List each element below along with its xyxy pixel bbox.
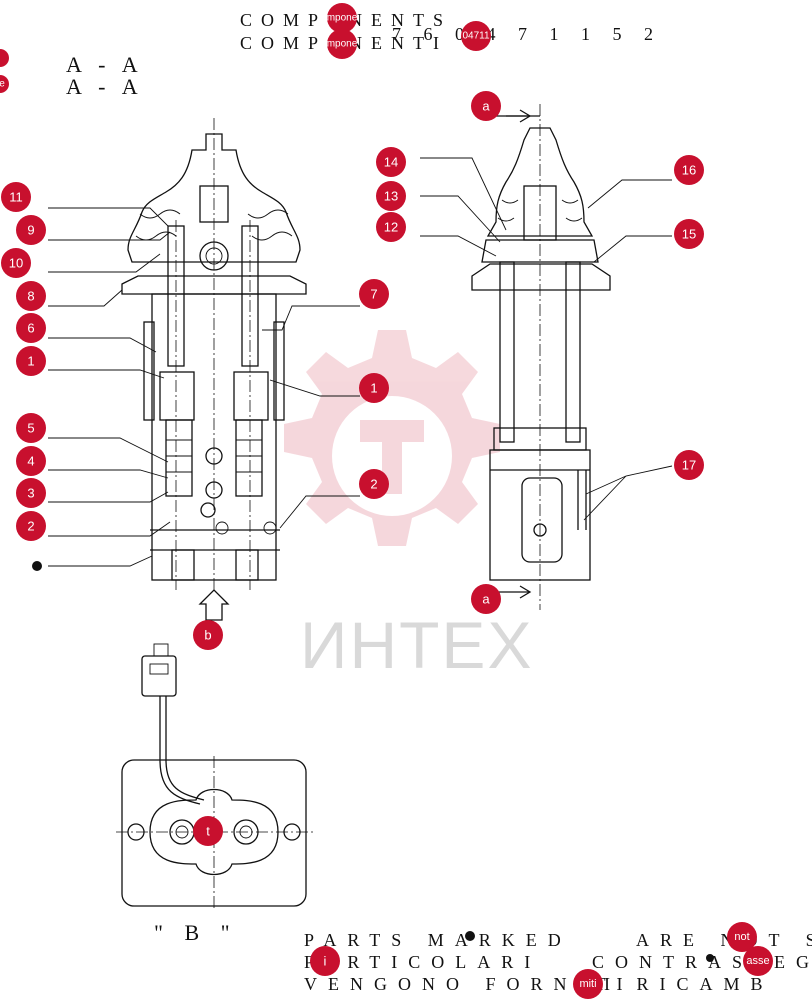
callout-16[interactable]: 16 xyxy=(674,155,704,185)
callout-a-bottom[interactable]: a xyxy=(471,584,501,614)
svg-text:mpone: mpone xyxy=(327,39,358,50)
callout-3[interactable]: 3 xyxy=(16,478,46,508)
callout-6[interactable]: 6 xyxy=(16,313,46,343)
watermark-gear-icon xyxy=(284,330,500,546)
bullet-marker xyxy=(32,561,42,571)
callout-t[interactable]: t xyxy=(193,816,223,846)
part-number: 7 6 0 4 7 1 1 5 2 xyxy=(392,24,662,44)
callout-17[interactable]: 17 xyxy=(674,450,704,480)
callout-8[interactable]: 8 xyxy=(16,281,46,311)
callout-12[interactable]: 12 xyxy=(376,212,406,242)
callout-edge-2[interactable]: e xyxy=(0,75,9,93)
svg-text:17: 17 xyxy=(682,458,696,473)
svg-text:7: 7 xyxy=(370,287,377,302)
svg-text:miti: miti xyxy=(579,978,596,990)
svg-text:10: 10 xyxy=(9,256,23,271)
callout-15[interactable]: 15 xyxy=(674,219,704,249)
callout-5[interactable]: 5 xyxy=(16,413,46,443)
svg-text:4: 4 xyxy=(27,454,34,469)
svg-text:2: 2 xyxy=(370,477,377,492)
callout-edge-1[interactable] xyxy=(0,49,9,67)
svg-text:13: 13 xyxy=(384,189,398,204)
svg-text:e: e xyxy=(0,79,5,90)
callout-a-top[interactable]: a xyxy=(471,91,501,121)
svg-text:11: 11 xyxy=(9,190,23,205)
svg-text:8: 8 xyxy=(27,289,34,304)
svg-text:a: a xyxy=(482,99,490,114)
callout-2[interactable]: 2 xyxy=(16,511,46,541)
section-label-1: A - A xyxy=(66,52,144,77)
callout-header-c[interactable]: 04711 xyxy=(461,21,491,51)
svg-text:1: 1 xyxy=(370,381,377,396)
callout-note-not[interactable]: not xyxy=(727,922,757,952)
svg-text:a: a xyxy=(482,592,490,607)
callout-note-miti[interactable]: miti xyxy=(573,969,603,999)
svg-text:2: 2 xyxy=(27,519,34,534)
callout-9[interactable]: 9 xyxy=(16,215,46,245)
svg-text:15: 15 xyxy=(682,227,696,242)
callout-1[interactable]: 1 xyxy=(16,346,46,376)
svg-text:3: 3 xyxy=(27,486,34,501)
section-view-left xyxy=(48,118,360,621)
section-label-2: A - A xyxy=(66,74,144,99)
note-it-left: PARTICOLARI xyxy=(304,952,542,972)
note-en-left: PARTS MARKED xyxy=(304,930,572,950)
callout-11[interactable]: 11 xyxy=(1,182,31,212)
svg-text:6: 6 xyxy=(27,321,34,336)
callout-b[interactable]: b xyxy=(193,620,223,650)
svg-text:i: i xyxy=(324,954,327,969)
callout-4[interactable]: 4 xyxy=(16,446,46,476)
svg-text:not: not xyxy=(734,931,749,943)
callout-13[interactable]: 13 xyxy=(376,181,406,211)
callout-7[interactable]: 7 xyxy=(359,279,389,309)
svg-text:9: 9 xyxy=(27,223,34,238)
callout-note-i[interactable]: i xyxy=(310,946,340,976)
callout-note-asse[interactable]: asse xyxy=(743,946,773,976)
svg-text:12: 12 xyxy=(384,220,398,235)
section-view-right xyxy=(420,104,673,610)
callout-1-right[interactable]: 1 xyxy=(359,373,389,403)
svg-text:5: 5 xyxy=(27,421,34,436)
callout-10[interactable]: 10 xyxy=(1,248,31,278)
svg-text:14: 14 xyxy=(384,155,398,170)
svg-text:t: t xyxy=(206,824,210,839)
callout-header-b[interactable]: mpone xyxy=(327,29,358,59)
svg-text:1: 1 xyxy=(27,354,34,369)
view-b-label: " B " xyxy=(154,920,238,945)
callout-2-right[interactable]: 2 xyxy=(359,469,389,499)
note-bullet xyxy=(465,931,475,941)
view-b-drawing xyxy=(116,643,316,910)
callout-header-a[interactable]: mpone xyxy=(327,3,358,33)
svg-text:b: b xyxy=(204,628,211,643)
svg-text:16: 16 xyxy=(682,163,696,178)
note-bullet-2 xyxy=(706,954,714,962)
svg-text:04711: 04711 xyxy=(462,31,490,42)
watermark-text: ИНТЕХ xyxy=(300,608,534,682)
svg-text:asse: asse xyxy=(746,955,769,967)
callout-14[interactable]: 14 xyxy=(376,147,406,177)
svg-text:mpone: mpone xyxy=(327,13,358,24)
